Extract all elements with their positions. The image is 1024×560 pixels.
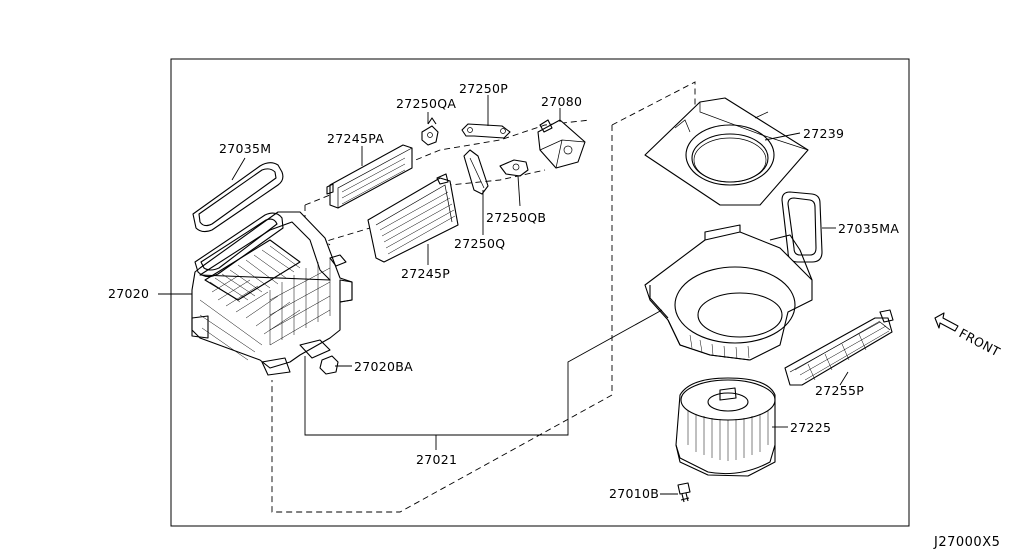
part-27250QA-clip [421,117,439,146]
label-27245PA: 27245PA [327,131,384,146]
diagram-frame [170,58,910,527]
label-27035M: 27035M [219,141,271,156]
label-27020BA: 27020BA [354,359,413,374]
part-27250QB-lever [499,159,529,177]
part-27250P-link [461,123,511,139]
label-27020: 27020 [108,286,149,301]
front-label: FRONT [957,325,1003,359]
diagram-reference-code: J27000X5 [933,535,1000,550]
part-27020-heater-unit [191,211,353,376]
label-27021: 27021 [416,452,457,467]
part-27245P-filter [367,173,459,263]
part-27020BA-clip [319,355,339,375]
label-27010B: 27010B [609,486,659,501]
label-27225: 27225 [790,420,831,435]
part-27010B-screw [677,482,691,503]
part-labels: 27020 27035M 27245PA 27250QA 27250P 2708… [108,81,899,501]
part-27035M-gasket [192,162,284,278]
part-27245PA-filter [326,144,413,209]
label-27080: 27080 [541,94,582,109]
label-27245P: 27245P [401,266,450,281]
label-27250QA: 27250QA [396,96,456,111]
part-27250Q-lever [463,149,489,195]
label-27255P: 27255P [815,383,864,398]
leader-lines [158,95,849,495]
part-27035MA-gasket [781,191,823,263]
label-27250QB: 27250QB [486,210,546,225]
label-27239: 27239 [803,126,844,141]
front-direction-indicator: FRONT [934,312,1003,359]
part-27239-intake-cover [644,97,809,206]
label-27250P: 27250P [459,81,508,96]
part-27021-blower-case [644,224,813,361]
label-27035MA: 27035MA [838,221,899,236]
label-27250Q: 27250Q [454,236,505,251]
part-27080-actuator [537,119,586,169]
part-27225-blower-motor [675,377,776,477]
part-27255P-filter [784,309,894,386]
